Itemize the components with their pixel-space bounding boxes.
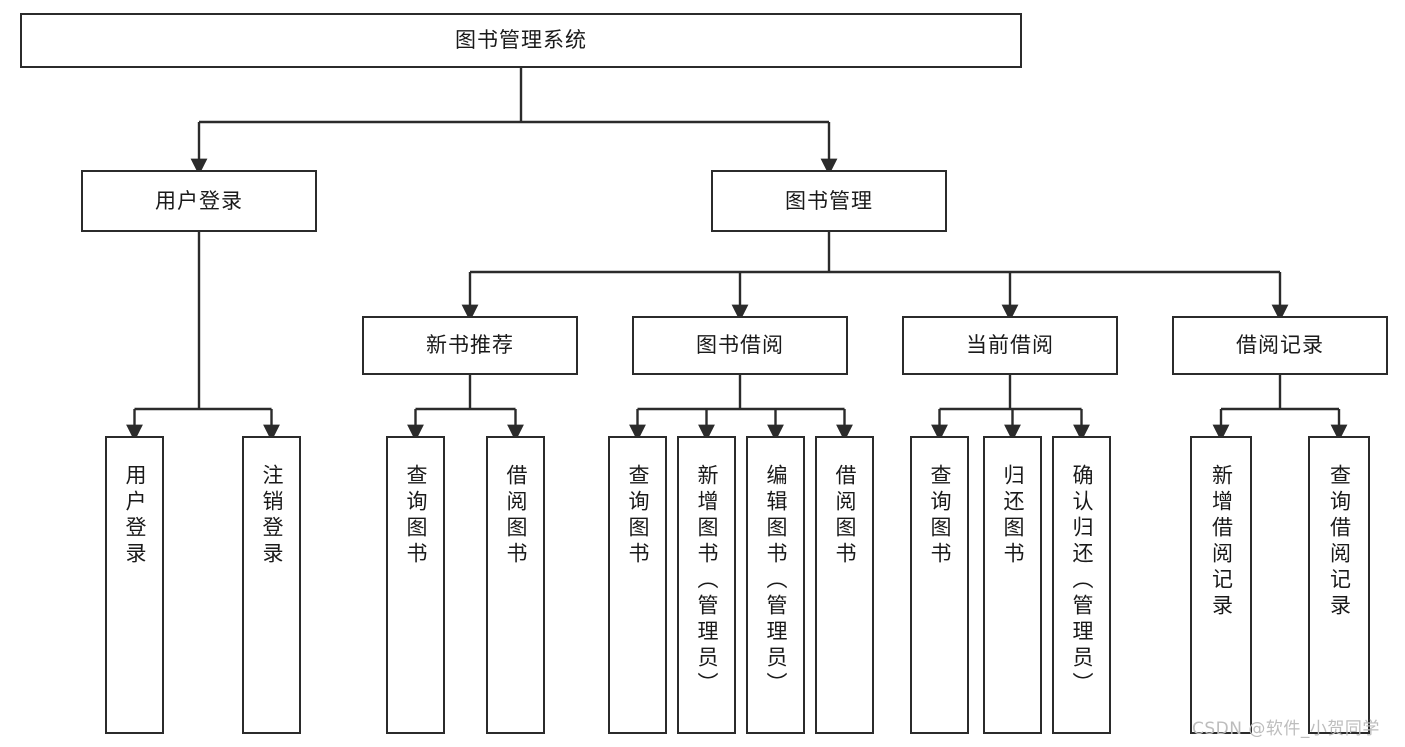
node-leaf-user-logout-label: 注销登录 xyxy=(260,464,284,568)
node-user-login[interactable]: 用户登录 xyxy=(81,170,317,232)
node-leaf-query-book-rec-label: 查询图书 xyxy=(404,464,428,568)
node-leaf-return-book[interactable]: 归还图书 xyxy=(983,436,1042,734)
node-leaf-query-borrow-record-label: 查询借阅记录 xyxy=(1327,464,1352,620)
node-root-label: 图书管理系统 xyxy=(455,28,587,53)
node-new-book-recommend-label: 新书推荐 xyxy=(426,333,514,358)
node-leaf-query-book-cur[interactable]: 查询图书 xyxy=(910,436,969,734)
node-leaf-user-logout[interactable]: 注销登录 xyxy=(242,436,301,734)
node-leaf-borrow-book-bor[interactable]: 借阅图书 xyxy=(815,436,874,734)
node-leaf-add-borrow-record[interactable]: 新增借阅记录 xyxy=(1190,436,1252,734)
node-leaf-user-login-label: 用户登录 xyxy=(123,464,147,568)
node-root[interactable]: 图书管理系统 xyxy=(20,13,1022,68)
node-current-borrow[interactable]: 当前借阅 xyxy=(902,316,1118,375)
node-leaf-add-book[interactable]: 新增图书（管理员） xyxy=(677,436,736,734)
node-leaf-borrow-book-rec-label: 借阅图书 xyxy=(504,464,528,568)
node-user-login-label: 用户登录 xyxy=(155,188,243,213)
node-book-management[interactable]: 图书管理 xyxy=(711,170,947,232)
node-leaf-query-book-bor-label: 查询图书 xyxy=(626,464,650,568)
node-leaf-query-book-rec[interactable]: 查询图书 xyxy=(386,436,445,734)
node-leaf-edit-book-label: 编辑图书（管理员） xyxy=(764,464,788,698)
node-book-borrow[interactable]: 图书借阅 xyxy=(632,316,848,375)
node-leaf-confirm-return[interactable]: 确认归还（管理员） xyxy=(1052,436,1111,734)
edges xyxy=(126,68,1348,442)
node-leaf-add-book-label: 新增图书（管理员） xyxy=(695,464,719,698)
node-leaf-edit-book[interactable]: 编辑图书（管理员） xyxy=(746,436,805,734)
node-leaf-borrow-book-rec[interactable]: 借阅图书 xyxy=(486,436,545,734)
node-book-borrow-label: 图书借阅 xyxy=(696,333,784,358)
node-borrow-record[interactable]: 借阅记录 xyxy=(1172,316,1388,375)
csdn-watermark: CSDN @软件_小贺同学 xyxy=(1192,719,1380,739)
node-leaf-query-borrow-record[interactable]: 查询借阅记录 xyxy=(1308,436,1370,734)
node-leaf-add-borrow-record-label: 新增借阅记录 xyxy=(1209,464,1234,620)
node-leaf-confirm-return-label: 确认归还（管理员） xyxy=(1070,464,1094,698)
node-book-management-label: 图书管理 xyxy=(785,188,873,213)
node-borrow-record-label: 借阅记录 xyxy=(1236,333,1324,358)
node-leaf-query-book-bor[interactable]: 查询图书 xyxy=(608,436,667,734)
node-current-borrow-label: 当前借阅 xyxy=(966,333,1054,358)
node-leaf-return-book-label: 归还图书 xyxy=(1001,464,1025,568)
node-new-book-recommend[interactable]: 新书推荐 xyxy=(362,316,578,375)
node-leaf-borrow-book-bor-label: 借阅图书 xyxy=(833,464,857,568)
node-leaf-query-book-cur-label: 查询图书 xyxy=(928,464,952,568)
node-leaf-user-login[interactable]: 用户登录 xyxy=(105,436,164,734)
